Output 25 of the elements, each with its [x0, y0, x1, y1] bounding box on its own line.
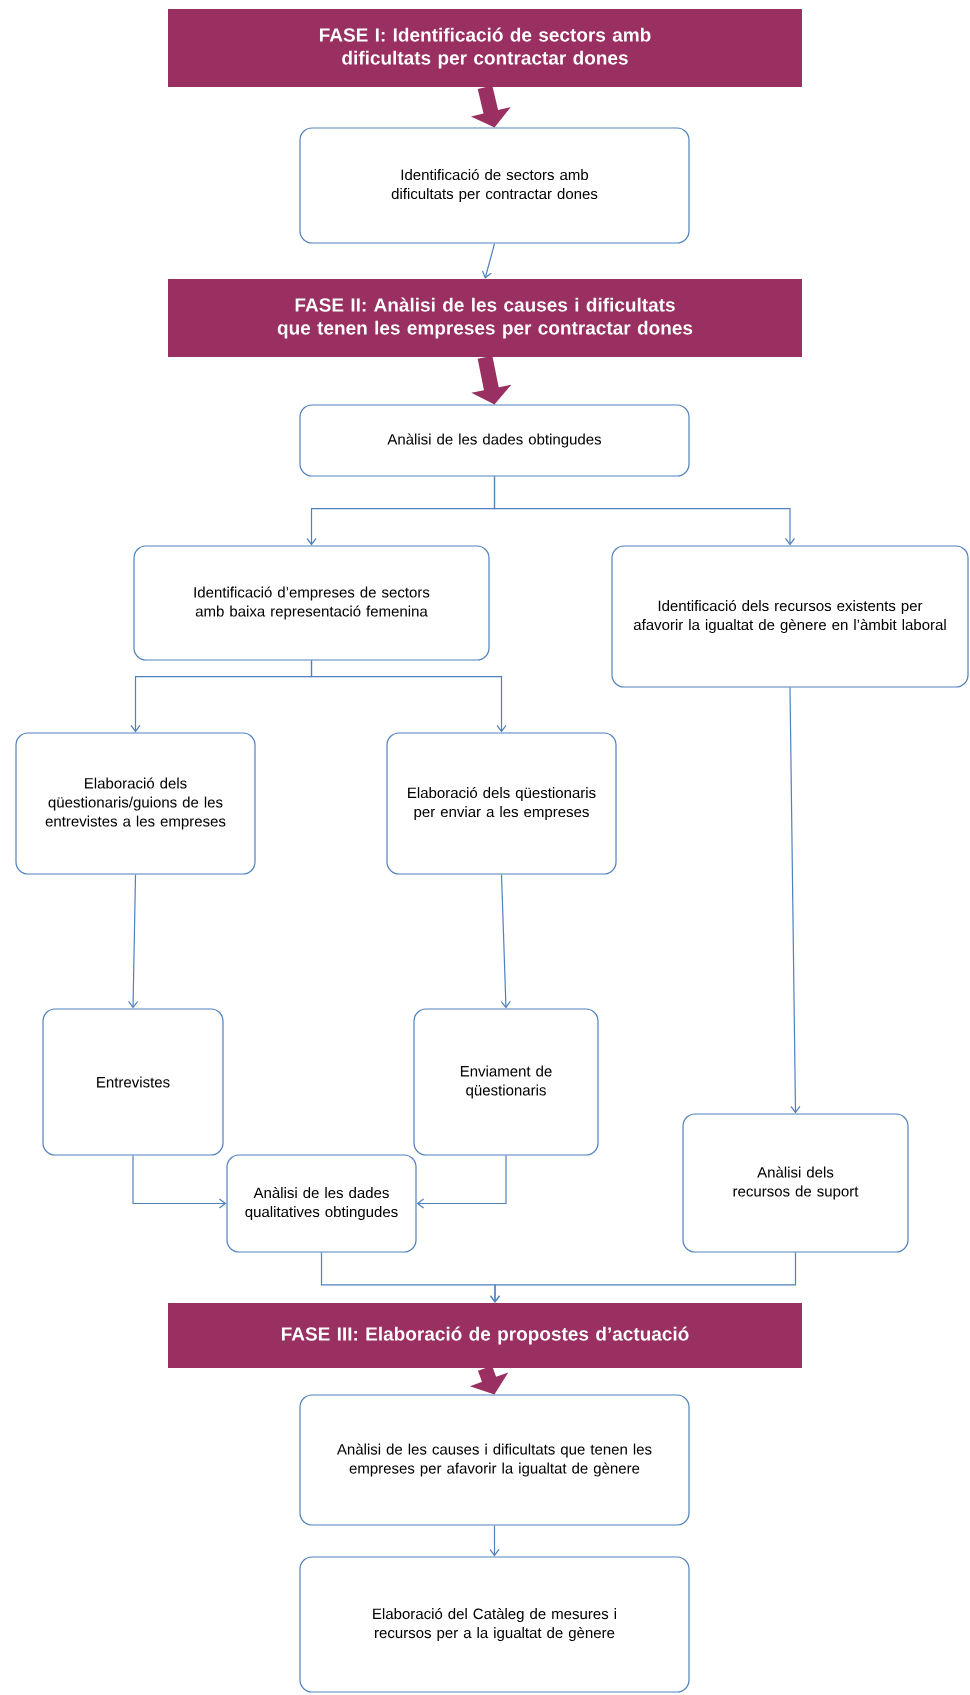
arrow: [481, 243, 496, 279]
arrow: [789, 687, 801, 1114]
process-box: Anàlisi de les dades qualitatives obtingudes: [226, 1154, 417, 1253]
arrow: [416, 1155, 507, 1209]
process-box: Enviament de qüestionaris: [413, 1008, 599, 1156]
arrow: [493, 476, 796, 546]
phase-banner: FASE I: Identificació de sectors amb dificultats per contractar dones: [168, 9, 802, 87]
phase-banner: FASE II: Anàlisi de les causes i dificultats que tenen les empreses per contractar dones: [168, 279, 802, 357]
arrow: [128, 874, 139, 1009]
arrow: [132, 1155, 227, 1209]
arrow: [489, 1525, 500, 1557]
process-box: Elaboració dels qüestionaris/guions de les entrevistes a les empreses: [15, 732, 256, 875]
phase-banner: FASE III: Elaboració de propostes d’actuació: [168, 1303, 802, 1368]
process-box: Elaboració dels qüestionaris per enviar a les empreses: [386, 732, 617, 875]
process-box: Identificació de sectors amb dificultats per contractar dones: [299, 127, 690, 244]
arrow: [500, 874, 511, 1009]
process-box: Anàlisi de les dades obtingudes: [299, 404, 690, 477]
arrow: [310, 660, 507, 733]
process-box: Elaboració del Catàleg de mesures i recursos per a la igualtat de gènere: [299, 1556, 690, 1693]
arrow: [489, 1252, 797, 1303]
process-box: Identificació dels recursos existents per afavorir la igualtat de gènere en l’àmbit laboral: [611, 545, 969, 688]
process-box: Anàlisi de les causes i dificultats que tenen les empreses per afavorir la igualtat de gènere: [299, 1394, 690, 1526]
process-box: Identificació d’empreses de sectors amb baixa representació femenina: [133, 545, 490, 661]
process-box: Anàlisi dels recursos de suport: [682, 1113, 909, 1253]
process-box: Entrevistes: [42, 1008, 224, 1156]
